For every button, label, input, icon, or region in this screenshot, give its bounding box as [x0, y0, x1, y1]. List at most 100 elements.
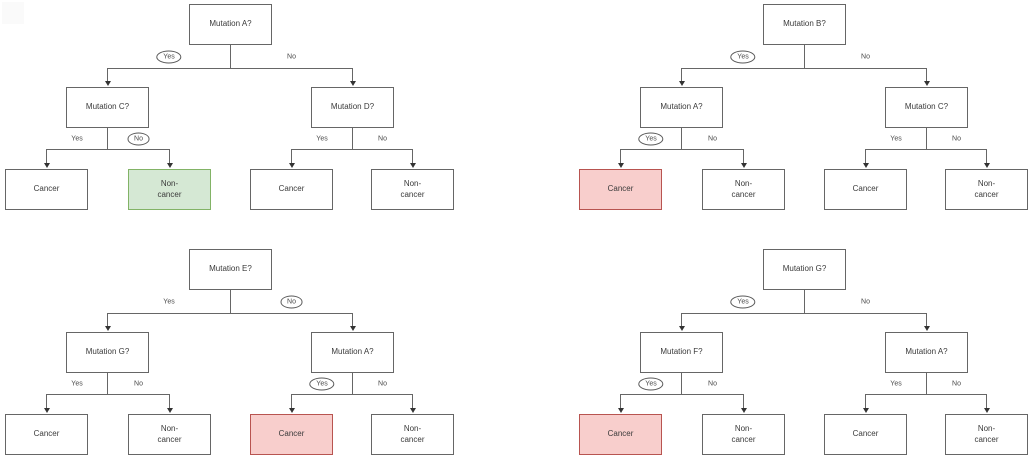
leaf-node-2: Non-cancer — [702, 169, 785, 210]
leaf-node-red-1-label: Cancer — [607, 429, 634, 439]
arrowhead-down-icon — [288, 408, 295, 413]
edge-label-left-no: No — [708, 380, 717, 388]
edge-label-left-no: No — [127, 132, 150, 146]
arrowhead-down-icon — [617, 408, 624, 413]
connector-line — [107, 68, 353, 69]
leaf-node-4-label: Non-cancer — [400, 179, 425, 199]
connector-line — [412, 149, 413, 165]
leaf-node-4: Non-cancer — [371, 169, 454, 210]
leaf-node-4-label: Non-cancer — [400, 424, 425, 444]
leaf-node-1: Cancer — [5, 169, 88, 210]
internal-node-left: Mutation A? — [640, 87, 723, 128]
edge-label-root-no: No — [280, 295, 303, 309]
leaf-node-2-label: Non-cancer — [731, 179, 756, 199]
edge-label-right-no: No — [952, 380, 961, 388]
arrowhead-down-icon — [409, 163, 416, 168]
leaf-node-4-label: Non-cancer — [974, 179, 999, 199]
edge-label-right-no: No — [378, 380, 387, 388]
connector-line — [743, 394, 744, 410]
arrowhead-down-icon — [166, 408, 173, 413]
connector-line — [352, 373, 353, 394]
connector-line — [46, 394, 47, 410]
connector-line — [107, 128, 108, 149]
arrowhead-down-icon — [983, 408, 990, 413]
internal-node-left: Mutation C? — [66, 87, 149, 128]
leaf-node-2: Non-cancer — [702, 414, 785, 455]
internal-node-left: Mutation F? — [640, 332, 723, 373]
internal-node-right: Mutation D? — [311, 87, 394, 128]
arrowhead-down-icon — [166, 163, 173, 168]
edge-label-left-yes: Yes — [71, 380, 83, 388]
connector-line — [291, 394, 413, 395]
edge-label-left-no: No — [708, 135, 717, 143]
edge-label-right-yes: Yes — [890, 380, 902, 388]
root-node-label: Mutation B? — [783, 19, 826, 29]
connector-line — [352, 128, 353, 149]
connector-line — [681, 313, 927, 314]
edge-label-left-no: No — [134, 380, 143, 388]
connector-line — [865, 149, 987, 150]
root-node: Mutation A? — [189, 4, 272, 45]
connector-line — [620, 149, 621, 165]
connector-line — [291, 149, 413, 150]
leaf-node-red-3: Cancer — [250, 414, 333, 455]
arrowhead-down-icon — [43, 408, 50, 413]
edge-label-right-no: No — [378, 135, 387, 143]
leaf-node-3: Cancer — [250, 169, 333, 210]
connector-line — [169, 394, 170, 410]
internal-node-right-label: Mutation A? — [905, 347, 948, 357]
connector-line — [926, 68, 927, 83]
leaf-node-4: Non-cancer — [371, 414, 454, 455]
leaf-node-2-label: Non-cancer — [157, 424, 182, 444]
connector-line — [352, 313, 353, 328]
edge-label-right-no: No — [952, 135, 961, 143]
arrowhead-down-icon — [983, 163, 990, 168]
connector-line — [107, 373, 108, 394]
connector-line — [107, 313, 108, 328]
leaf-node-red-3-label: Cancer — [278, 429, 305, 439]
internal-node-right-label: Mutation A? — [331, 347, 374, 357]
internal-node-left-label: Mutation C? — [85, 102, 130, 112]
edge-label-right-yes: Yes — [309, 377, 335, 391]
arrowhead-down-icon — [349, 81, 356, 86]
connector-line — [681, 373, 682, 394]
edge-label-right-yes: Yes — [316, 135, 328, 143]
arrowhead-down-icon — [740, 408, 747, 413]
connector-line — [352, 68, 353, 83]
arrowhead-down-icon — [617, 163, 624, 168]
connector-line — [865, 394, 866, 410]
edge-label-root-no: No — [861, 298, 870, 306]
connector-line — [620, 394, 744, 395]
connector-line — [681, 68, 682, 83]
connector-line — [865, 149, 866, 165]
connector-line — [804, 290, 805, 313]
leaf-node-3-label: Cancer — [852, 184, 879, 194]
connector-line — [681, 313, 682, 328]
edge-label-root-yes: Yes — [730, 295, 756, 309]
connector-line — [46, 149, 170, 150]
leaf-node-1-label: Cancer — [33, 184, 60, 194]
internal-node-left-label: Mutation G? — [85, 347, 130, 357]
arrowhead-down-icon — [104, 326, 111, 331]
edge-label-root-yes: Yes — [163, 298, 175, 306]
internal-node-right: Mutation A? — [885, 332, 968, 373]
leaf-node-2: Non-cancer — [128, 414, 211, 455]
arrowhead-down-icon — [923, 326, 930, 331]
arrowhead-down-icon — [678, 326, 685, 331]
internal-node-right: Mutation C? — [885, 87, 968, 128]
connector-line — [743, 149, 744, 165]
leaf-node-green-2-label: Non-cancer — [157, 179, 182, 199]
connector-line — [291, 394, 292, 410]
leaf-node-red-1-label: Cancer — [607, 184, 634, 194]
connector-line — [926, 373, 927, 394]
edge-label-root-no: No — [287, 53, 296, 61]
canvas-artifact-square — [2, 2, 24, 24]
leaf-node-4-label: Non-cancer — [974, 424, 999, 444]
arrowhead-down-icon — [740, 163, 747, 168]
connector-line — [926, 128, 927, 149]
edge-label-root-no: No — [861, 53, 870, 61]
root-node-label: Mutation A? — [209, 19, 252, 29]
connector-line — [681, 128, 682, 149]
